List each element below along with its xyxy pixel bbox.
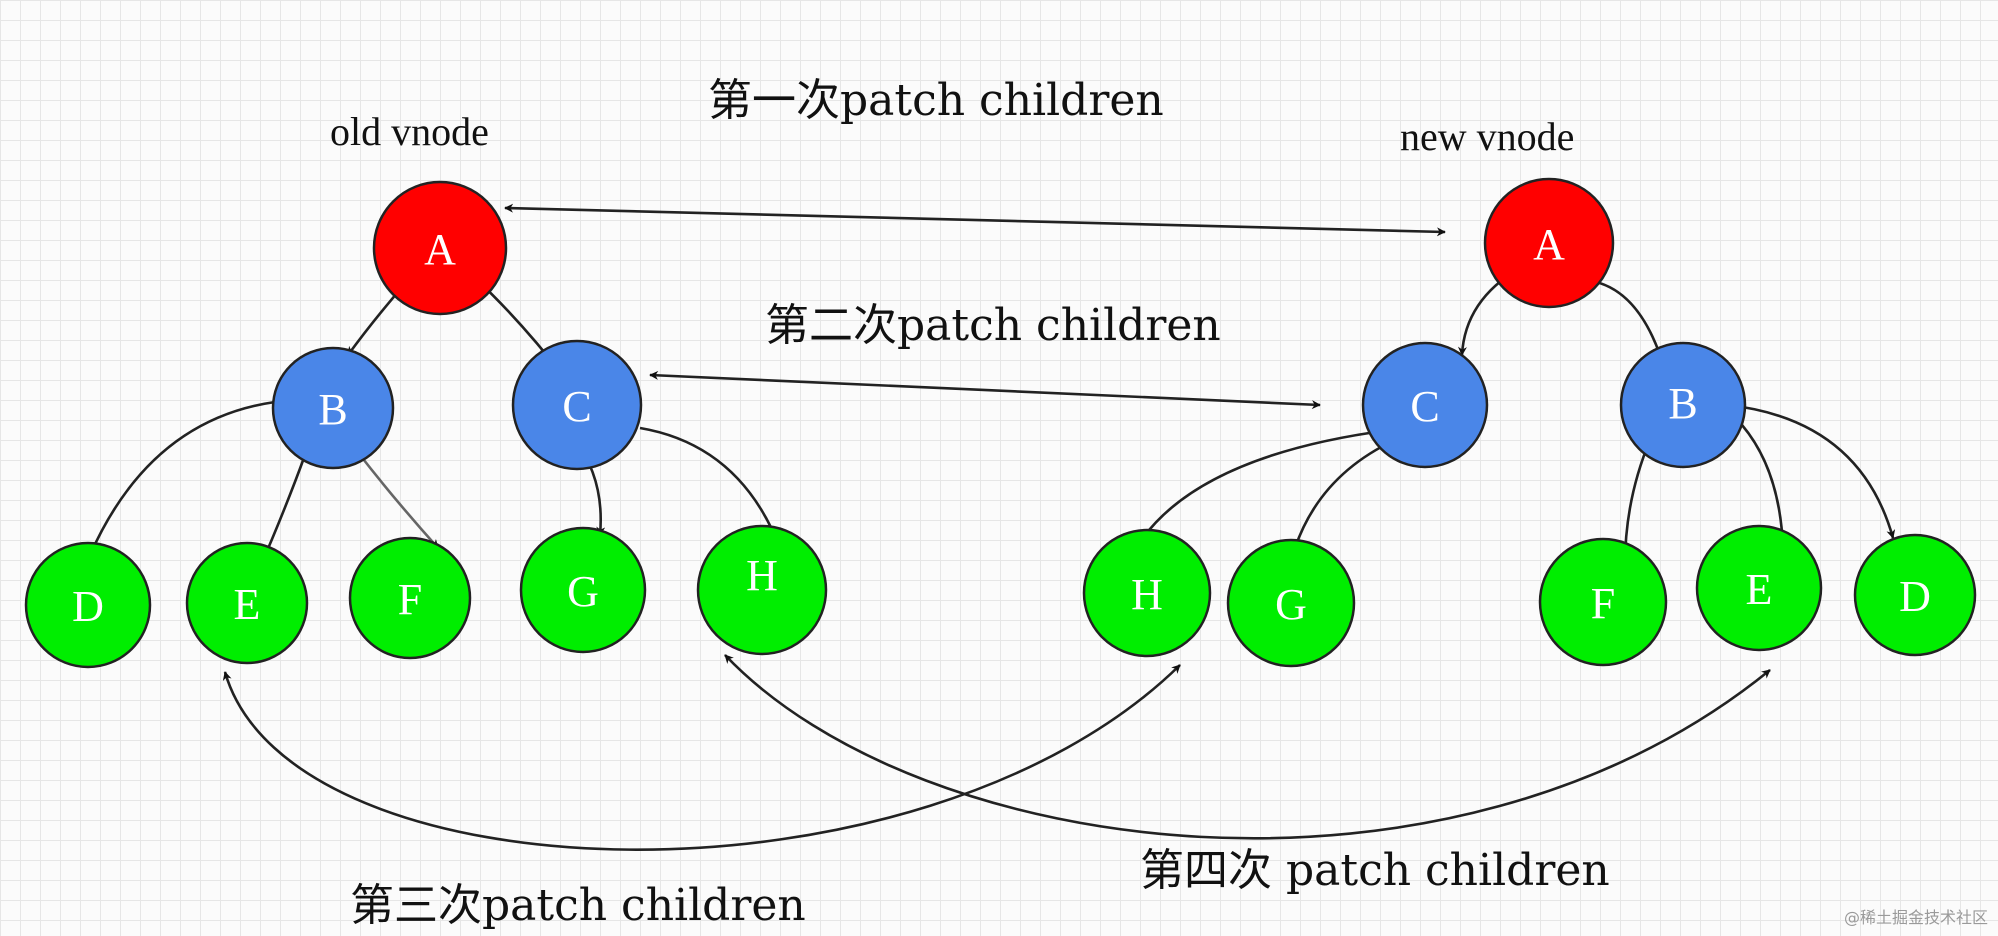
- new-node-h: H: [1082, 528, 1212, 658]
- edge-old-b-f: [358, 454, 439, 549]
- svg-text:D: D: [1899, 572, 1931, 621]
- old-node-d: D: [24, 541, 152, 669]
- edge-new-c-g: [1293, 438, 1396, 549]
- new-node-g: G: [1226, 538, 1356, 668]
- old-node-b: B: [271, 346, 395, 470]
- svg-text:E: E: [234, 580, 261, 629]
- old-node-h: H: [696, 524, 828, 656]
- old-node-g: G: [519, 526, 647, 654]
- old-node-e: E: [185, 541, 309, 665]
- watermark: @稀土掘金技术社区: [1843, 908, 1988, 927]
- new-node-e: E: [1695, 524, 1823, 652]
- old-node-f: F: [348, 536, 472, 660]
- new-node-c: C: [1361, 341, 1489, 469]
- old-node-a: A: [372, 180, 508, 316]
- svg-text:G: G: [1275, 580, 1307, 629]
- svg-text:C: C: [1410, 382, 1439, 431]
- svg-text:E: E: [1746, 565, 1773, 614]
- svg-text:B: B: [1668, 379, 1697, 428]
- patch-label-2: 第二次patch children: [765, 300, 1221, 351]
- svg-text:H: H: [746, 551, 778, 600]
- patch-arrow-3: [222, 664, 1181, 851]
- edge-new-b-d: [1727, 403, 1896, 539]
- old-node-c: C: [511, 339, 643, 471]
- svg-text:F: F: [1591, 579, 1615, 628]
- edge-new-c-h: [1138, 428, 1391, 543]
- patch-arrow-1: [504, 203, 1446, 237]
- svg-text:A: A: [424, 225, 456, 274]
- edge-old-c-h: [639, 426, 782, 549]
- new-node-b: B: [1619, 341, 1747, 469]
- svg-text:C: C: [562, 382, 591, 431]
- edge-old-b-d: [88, 400, 276, 556]
- patch-label-1: 第一次patch children: [708, 75, 1164, 126]
- svg-text:G: G: [567, 567, 599, 616]
- svg-text:F: F: [398, 575, 422, 624]
- new-vnode-caption: new vnode: [1400, 114, 1574, 159]
- new-node-d: D: [1853, 533, 1977, 657]
- svg-text:D: D: [72, 582, 104, 631]
- svg-text:H: H: [1131, 570, 1163, 619]
- patch-arrow-2: [649, 370, 1321, 410]
- patch-label-4: 第四次 patch children: [1140, 845, 1610, 896]
- new-node-a: A: [1483, 177, 1615, 309]
- old-vnode-caption: old vnode: [330, 109, 489, 154]
- svg-text:A: A: [1533, 220, 1565, 269]
- svg-text:B: B: [318, 385, 347, 434]
- patch-label-3: 第三次patch children: [350, 880, 806, 931]
- patch-arrow-4: [724, 654, 1771, 840]
- edge-new-a-b: [1584, 278, 1662, 356]
- new-node-f: F: [1538, 537, 1668, 667]
